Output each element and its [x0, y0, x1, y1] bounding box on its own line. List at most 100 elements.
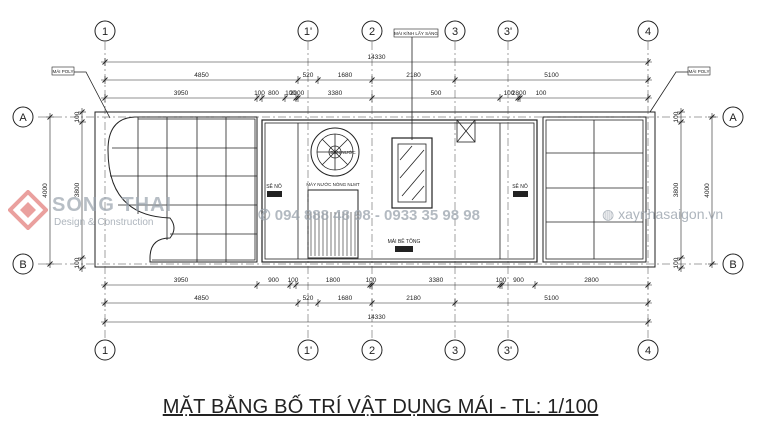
plan-linework [70, 33, 688, 268]
concrete-slab [261, 119, 538, 263]
grid-column-bubble [297, 339, 319, 361]
dim-top-row2-value: 100 [285, 90, 296, 97]
dim-bottom-row1-value: 100 [366, 277, 377, 284]
globe-icon: ◍ [602, 206, 615, 222]
dim-left-outer-slash [47, 261, 53, 267]
dim-bottom-row1-value: 100 [496, 277, 507, 284]
dim-bottom-row1-value: 1800 [326, 277, 341, 284]
solar-heater-label: MÁY NƯỚC NÓNG NLMT [306, 181, 360, 187]
right-tag-leader [649, 71, 688, 113]
grid-lines [38, 42, 720, 338]
dim-top-row2-slash [645, 95, 651, 101]
concrete-slab-inner [264, 122, 535, 260]
grid-row-bubble [12, 253, 34, 275]
dim-top-row2-value: 2000 [290, 90, 305, 97]
dim-bottom-row1-value: 3950 [174, 277, 189, 284]
dim-top-row1-value: 1680 [338, 72, 353, 79]
right-tag-box [687, 66, 711, 76]
dim-top-row2-value: 3950 [174, 90, 189, 97]
dim-bottom-total-value: 14330 [367, 314, 385, 321]
dim-top-row2-value: 100 [504, 90, 515, 97]
drawing-title: MẶT BẰNG BỐ TRÍ VẬT DỤNG MÁI - TL: 1/100 [162, 396, 599, 418]
grid-column-label: 3' [504, 26, 512, 38]
dim-bottom-row2-slash [645, 300, 651, 306]
dim-bottom-row2-value: 520 [303, 295, 314, 302]
dim-bottom-row2-slash [102, 300, 108, 306]
dim-bottom-total-slash [645, 319, 651, 325]
dim-bottom-row1-value: 3380 [429, 277, 444, 284]
grid-row-bubble [722, 253, 744, 275]
slab-level: +16.000 [396, 247, 413, 252]
water-tank [310, 127, 360, 177]
dim-bottom-total-slash [102, 319, 108, 325]
dim-bottom-row2-slash [315, 300, 321, 306]
dim-top-total-slash [645, 59, 651, 65]
website-url: xaynhasaigon.vn [618, 206, 724, 222]
dim-left-inner-value: 100 [74, 257, 81, 268]
website-watermark: ◍ xaynhasaigon.vn [602, 206, 723, 223]
dim-bottom-row2-slash [369, 300, 375, 306]
dim-top-row2-slash [517, 95, 523, 101]
grid-column-label: 1 [102, 26, 108, 38]
grid-column-bubble [361, 339, 383, 361]
dim-left-inner-slash [79, 119, 85, 125]
dim-top-row2-slash [497, 95, 503, 101]
building-outline [94, 111, 656, 268]
dim-top-total-value: 14330 [367, 54, 385, 61]
grid-column-label: 2 [369, 345, 375, 357]
dim-top-row2-slash [259, 95, 265, 101]
dim-bottom-row2-value: 2180 [406, 295, 421, 302]
dim-right-outer-slash [709, 114, 715, 120]
dim-top-row2-value: 800 [268, 90, 279, 97]
dim-right-inner-slash [678, 265, 684, 271]
dim-bottom-row2-slash [295, 300, 301, 306]
dim-top-row2-value: 500 [431, 90, 442, 97]
dim-right-outer-slash [709, 261, 715, 267]
grid-column-label: 4 [645, 26, 651, 38]
solar-heater [307, 189, 359, 259]
dim-left-inner-value: 100 [74, 111, 81, 122]
phone-watermark: ✆ 094 888 48 98 - 0933 35 98 98 [258, 206, 480, 224]
dim-bottom-row2-value: 1680 [338, 295, 353, 302]
grid-column-label: 4 [645, 345, 651, 357]
dim-top-row2-slash [295, 95, 301, 101]
dim-left-inner-slash [79, 265, 85, 271]
dim-top-row2-value: 2800 [512, 90, 527, 97]
seno-right-slope: i=2% [515, 192, 525, 197]
dim-top-total-slash [102, 59, 108, 65]
dim-bottom-row1-value: 100 [288, 277, 299, 284]
dim-bottom-row1-slash [369, 282, 375, 288]
grid-row-bubble [722, 106, 744, 128]
vent-box [456, 119, 476, 143]
dim-bottom-row1-slash [293, 282, 299, 288]
grid-row-label: A [729, 112, 737, 124]
dim-bottom-row2-value: 5100 [544, 295, 559, 302]
brand-name: SONG THAI [52, 194, 173, 216]
dim-bottom-row2-value: 4850 [194, 295, 209, 302]
solar-heater-tubes [310, 212, 356, 256]
grid-column-label: 3' [504, 345, 512, 357]
brand-tagline: Design & Construction [54, 217, 154, 228]
dim-top-row1-value: 2180 [406, 72, 421, 79]
phone-icon: ✆ [258, 207, 271, 224]
dim-bottom-row1-value: 2800 [584, 277, 599, 284]
concrete-slab-label: MÁI BÊ TÔNG [388, 237, 421, 245]
dim-right-inner-value: 100 [673, 111, 680, 122]
brand-logo-icon [8, 190, 48, 230]
seno-left-slope-box [267, 191, 282, 197]
dim-bottom-row2-slash [452, 300, 458, 306]
phone-number: 094 888 48 98 - 0933 35 98 98 [274, 207, 480, 224]
top-tag-box [393, 28, 439, 38]
dim-top-row1-slash [369, 77, 375, 83]
dim-bottom-row1-slash [499, 282, 505, 288]
dim-top-row1-value: 4850 [194, 72, 209, 79]
dim-left-inner-value: 3800 [74, 182, 81, 197]
grid-column-label: 2 [369, 26, 375, 38]
dim-right-inner-slash [678, 119, 684, 125]
right-poly-roof [542, 116, 647, 263]
dim-top-row1-value: 5100 [544, 72, 559, 79]
